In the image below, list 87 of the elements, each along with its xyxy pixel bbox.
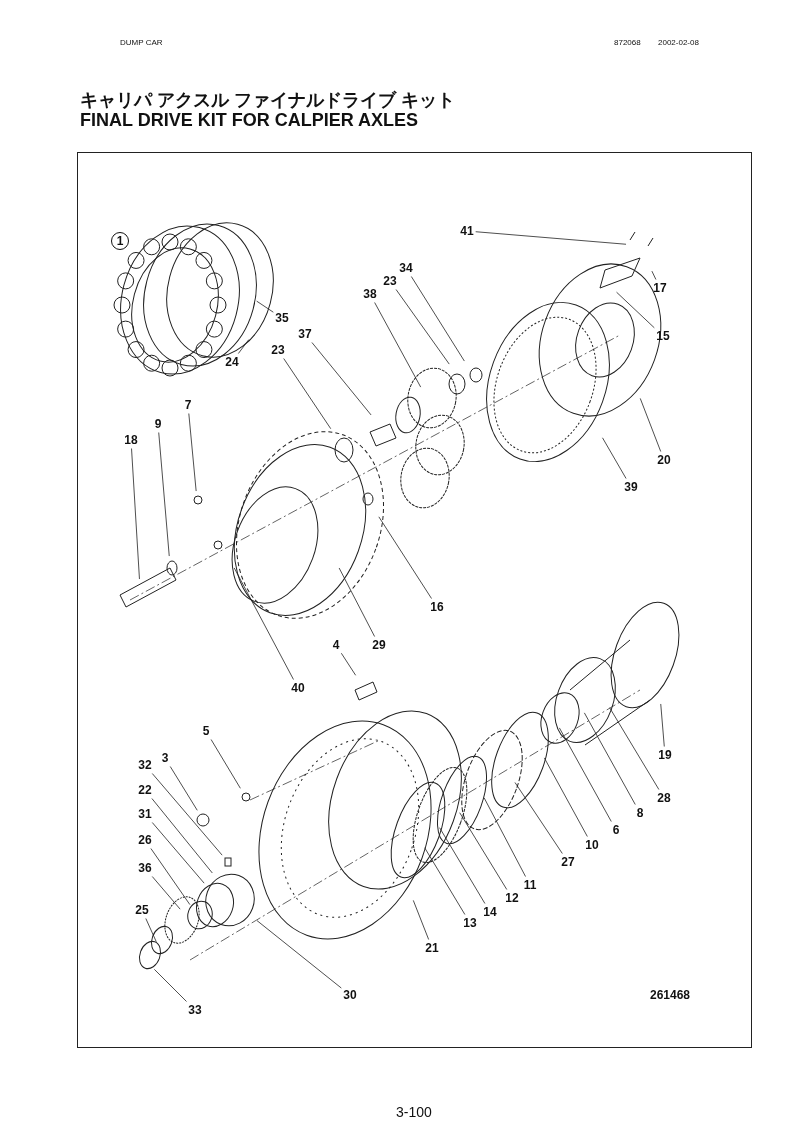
leader-line <box>210 739 241 789</box>
callout-number: 24 <box>225 355 239 369</box>
callout-number: 14 <box>483 905 497 919</box>
callout-number: 38 <box>363 287 377 301</box>
leader-line <box>311 342 372 416</box>
callout-number: 11 <box>523 878 537 892</box>
leader-line <box>256 920 342 989</box>
callout-number: 41 <box>460 224 474 238</box>
callout-number: 27 <box>561 855 575 869</box>
document-number: 872068 <box>614 38 641 47</box>
callout-number: 37 <box>298 327 312 341</box>
callout-number: 18 <box>124 433 138 447</box>
leader-line <box>233 567 294 680</box>
callout-number: 20 <box>657 453 671 467</box>
callout-number: 7 <box>184 398 192 412</box>
callout-number: 4 <box>332 638 340 652</box>
leader-line <box>150 848 191 905</box>
leader-line <box>412 900 430 940</box>
leader-line <box>558 727 612 822</box>
leader-line <box>424 847 466 915</box>
leader-line <box>256 300 274 313</box>
leader-line <box>374 302 422 388</box>
leader-line <box>378 516 432 599</box>
leader-line <box>151 773 223 856</box>
callout-number: 30 <box>343 988 357 1002</box>
callout-number: 21 <box>425 941 439 955</box>
leader-line <box>475 231 627 245</box>
callout-number: 26 <box>138 833 152 847</box>
leader-line <box>660 703 665 747</box>
callout-number: 17 <box>653 281 667 295</box>
leader-line <box>543 757 588 837</box>
callout-number: 8 <box>636 806 644 820</box>
callout-number: 6 <box>612 823 620 837</box>
callout-number: 5 <box>202 724 210 738</box>
leader-line <box>153 968 187 1002</box>
callout-number: 40 <box>291 681 305 695</box>
subtitle: FINAL DRIVE KIT FOR CALPIER AXLES <box>80 110 419 131</box>
callout-number: 34 <box>399 261 413 275</box>
callout-number: 13 <box>463 916 477 930</box>
callout-number: 36 <box>138 861 152 875</box>
leader-line <box>151 876 181 910</box>
leader-line <box>639 398 662 452</box>
callout-number: 22 <box>138 783 152 797</box>
leader-line <box>583 712 636 805</box>
callout-number: 25 <box>135 903 149 917</box>
callout-number: 33 <box>188 1003 202 1017</box>
drawing-number: 261468 <box>650 988 691 1002</box>
leader-line <box>410 276 465 362</box>
header-text: DUMP CAR <box>120 38 163 47</box>
leader-line <box>151 822 205 884</box>
callout-number: 19 <box>658 748 672 762</box>
leader-line <box>651 270 657 280</box>
date-text: 2002-02-08 <box>658 38 699 47</box>
callout-number: 23 <box>383 274 397 288</box>
leader-line <box>609 707 660 790</box>
callout-number: 29 <box>372 638 386 652</box>
leader-line <box>514 782 563 854</box>
callout-number: 16 <box>430 600 444 614</box>
leader-line <box>483 797 526 877</box>
callout-number: 28 <box>657 791 671 805</box>
callout-number: 35 <box>275 311 289 325</box>
leader-line <box>395 289 450 365</box>
callout-number: 3 <box>161 751 169 765</box>
callout-number: 10 <box>585 838 599 852</box>
callout-number: 32 <box>138 758 152 772</box>
leader-line <box>340 652 357 676</box>
leader-line <box>338 567 375 637</box>
title: キャリパ アクスル ファイナルドライブ キット <box>80 89 455 112</box>
leader-line <box>188 413 197 492</box>
callout-number: 31 <box>138 807 152 821</box>
leader-line <box>439 827 486 904</box>
leader-line <box>169 766 198 811</box>
callout-number: 23 <box>271 343 285 357</box>
leader-line <box>616 291 655 329</box>
leader-line <box>145 918 157 943</box>
page-number: 3-100 <box>396 1104 432 1120</box>
leader-line <box>238 339 250 354</box>
callout-number: 9 <box>154 417 162 431</box>
leader-line <box>602 437 627 479</box>
callout-number: 15 <box>656 329 670 343</box>
callout-number: 12 <box>505 891 519 905</box>
leader-line <box>283 358 332 430</box>
leader-line <box>151 798 213 874</box>
callout-number: 39 <box>624 480 638 494</box>
leader-line <box>158 432 170 557</box>
leader-line <box>131 448 140 580</box>
leader-line <box>459 812 508 890</box>
